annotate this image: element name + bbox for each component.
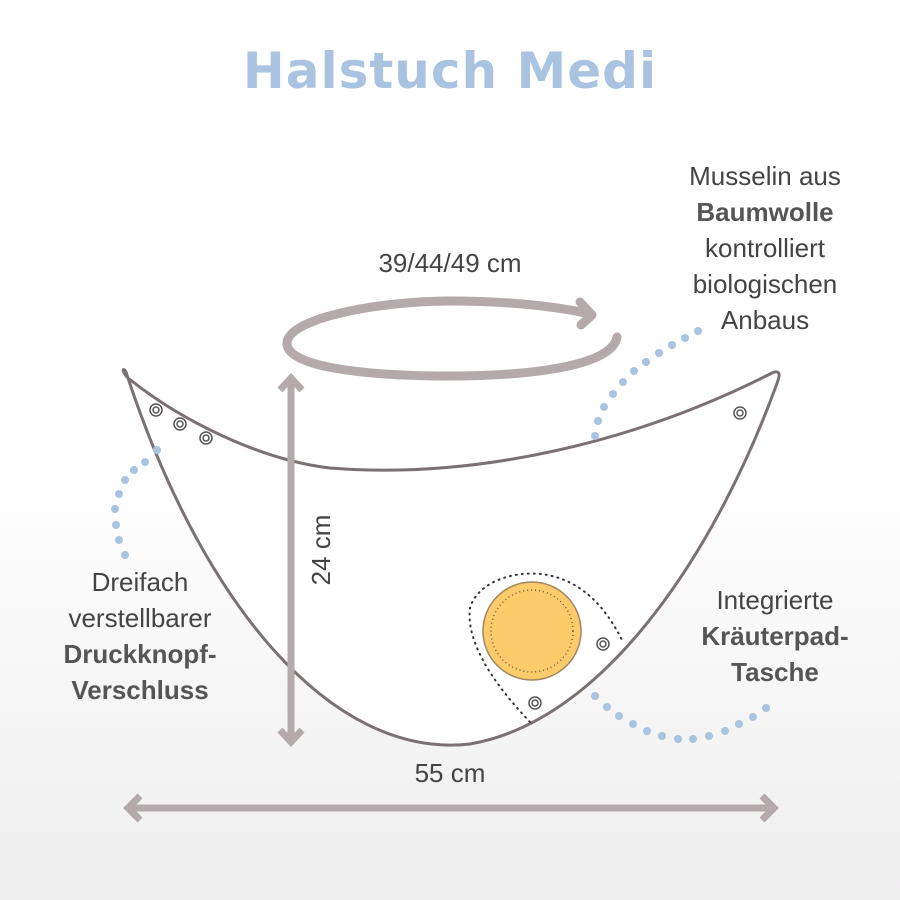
pocket-dotted-outline (468, 572, 623, 723)
closure-callout: Dreifach verstellbarer Druckknopf- Versc… (40, 564, 240, 708)
material-line-5: Anbaus (720, 305, 810, 335)
snap-buttons (149, 403, 747, 710)
height-arrow-icon (277, 372, 305, 748)
circumference-arrow-icon (282, 296, 622, 381)
snap-button-icon (149, 403, 163, 417)
width-label: 55 cm (414, 758, 486, 788)
snap-button-icon (528, 696, 542, 710)
material-line-4: biologischen (692, 269, 838, 299)
pocket-line-2: Kräuterpad- (701, 621, 849, 651)
bandana-outline (121, 368, 781, 747)
height-label: 24 cm (306, 514, 336, 586)
material-callout: Musselin aus Baumwolle kontrolliert biol… (660, 158, 870, 338)
width-arrow-icon (123, 793, 779, 823)
material-line-1: Musselin aus (689, 161, 841, 191)
material-line-3: kontrolliert (705, 233, 825, 263)
snap-button-icon (733, 406, 747, 420)
herbal-pad-icon (482, 581, 582, 681)
pocket-line-3: Tasche (731, 657, 819, 687)
closure-line-4: Verschluss (71, 675, 209, 705)
closure-line-2: verstellbarer (68, 603, 212, 633)
snap-button-icon (199, 431, 213, 445)
closure-line-1: Dreifach (91, 567, 189, 597)
leader-dots (111, 327, 770, 743)
snap-button-icon (596, 637, 610, 651)
closure-line-3: Druckknopf- (63, 639, 217, 669)
snap-button-icon (173, 417, 187, 431)
page-title: Halstuch Medi (242, 42, 658, 100)
circumference-label: 39/44/49 cm (378, 248, 522, 278)
pocket-line-1: Integrierte (716, 585, 834, 615)
material-line-2: Baumwolle (696, 197, 834, 227)
pocket-callout: Integrierte Kräuterpad- Tasche (680, 582, 870, 690)
